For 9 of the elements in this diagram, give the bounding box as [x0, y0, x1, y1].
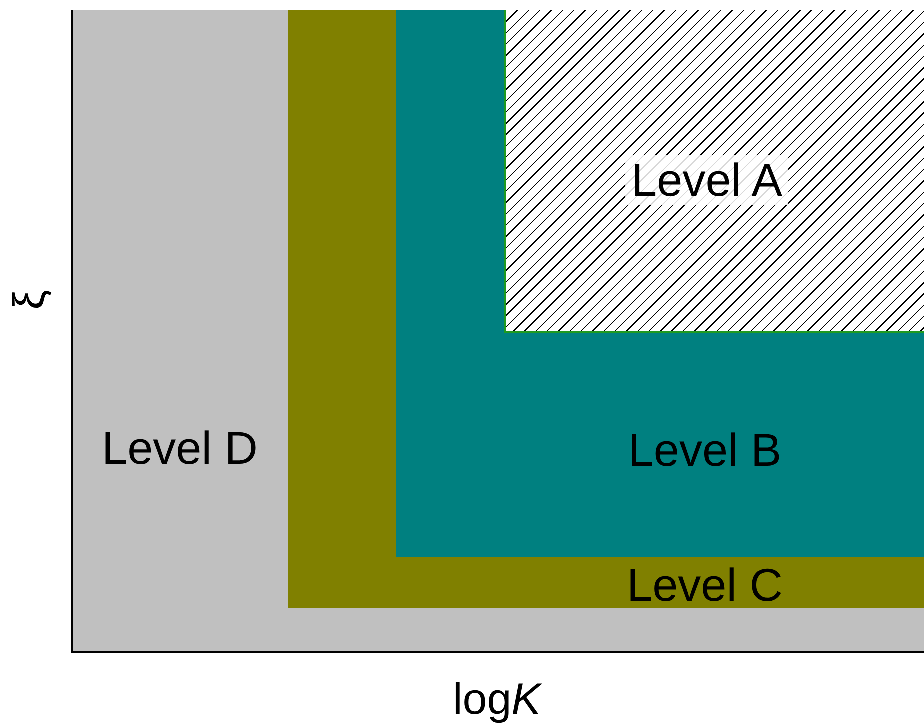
region-label: Level B [628, 427, 782, 473]
hatched-region [504, 10, 924, 333]
region-area [288, 10, 924, 608]
region-label: Level A [626, 155, 788, 205]
region-label: Level D [102, 425, 258, 471]
axis-label: ξ [8, 290, 52, 310]
region-label: Level C [627, 562, 783, 608]
axis-label: logK [452, 678, 542, 722]
region-area [396, 10, 924, 557]
